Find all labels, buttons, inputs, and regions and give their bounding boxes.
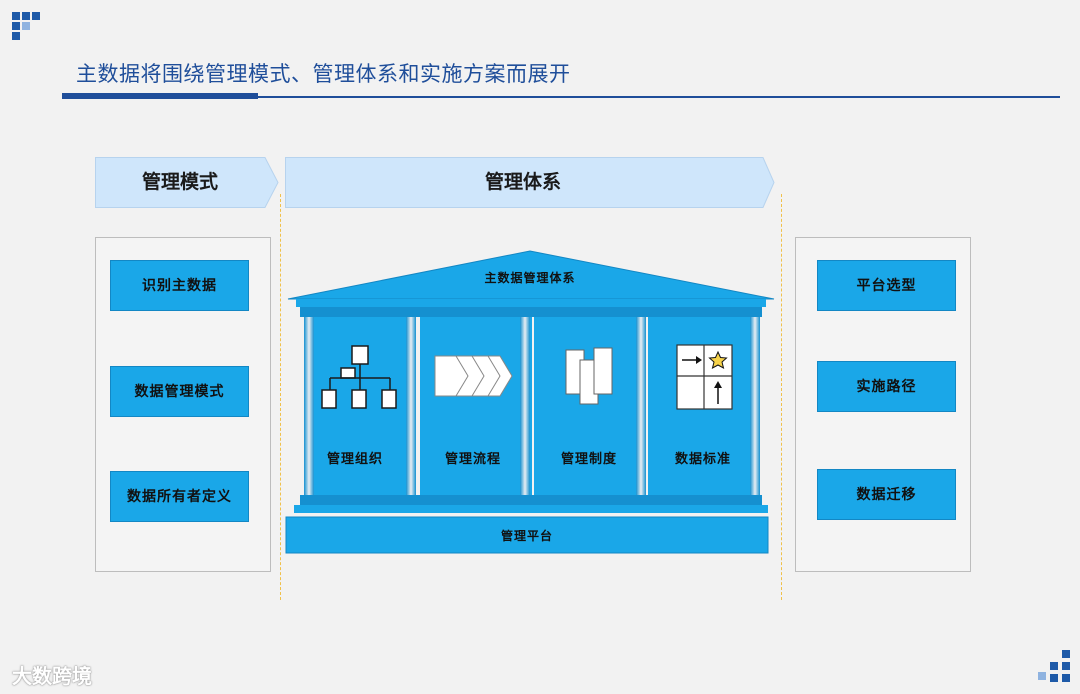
pillar-body-2 [420,317,532,495]
pillar-edge-2 [406,317,416,495]
documents-icon [565,347,613,405]
left-item-data-management-mode: 数据管理模式 [110,366,249,417]
page-title: 主数据将围绕管理模式、管理体系和实施方案而展开 [76,62,571,86]
temple-step-lower [294,505,768,513]
left-item-data-owner-definition: 数据所有者定义 [110,471,249,522]
left-panel: 识别主数据 数据管理模式 数据所有者定义 [95,237,271,572]
left-item-identify-master-data: 识别主数据 [110,260,249,311]
matrix-star-icon [676,344,733,410]
header-management-mode-label: 管理模式 [141,171,218,193]
temple-base [285,516,769,554]
right-item-platform-selection: 平台选型 [817,260,956,311]
right-item-implementation-path: 实施路径 [817,361,956,412]
base-label: 管理平台 [500,529,553,543]
temple-roof-beam [296,299,766,307]
org-chart-icon [321,345,397,409]
guide-line-left [280,194,281,600]
pillar-label-policy: 管理制度 [560,452,617,467]
header-management-system-label: 管理体系 [484,171,561,193]
watermark-logo: 大数跨境 [12,664,92,688]
header-management-system: 管理体系 [285,157,775,208]
roof-label: 主数据管理体系 [484,271,576,285]
pillar-edge-5 [750,317,760,495]
pillar-edge-1 [304,317,314,495]
temple-step-upper [300,495,762,505]
header-management-mode: 管理模式 [95,157,279,208]
pillar-label-process: 管理流程 [444,452,501,467]
pillar-edge-4 [636,317,646,495]
pillar-body-3 [534,317,646,495]
right-panel: 平台选型 实施路径 数据迁移 [795,237,971,572]
title-underline [62,96,1060,98]
right-item-data-migration: 数据迁移 [817,469,956,520]
pillar-edge-3 [520,317,530,495]
pillar-label-organization: 管理组织 [326,452,383,467]
guide-line-right [781,194,782,600]
process-chevrons-icon [434,355,513,397]
pillar-label-data-standard: 数据标准 [674,452,731,467]
